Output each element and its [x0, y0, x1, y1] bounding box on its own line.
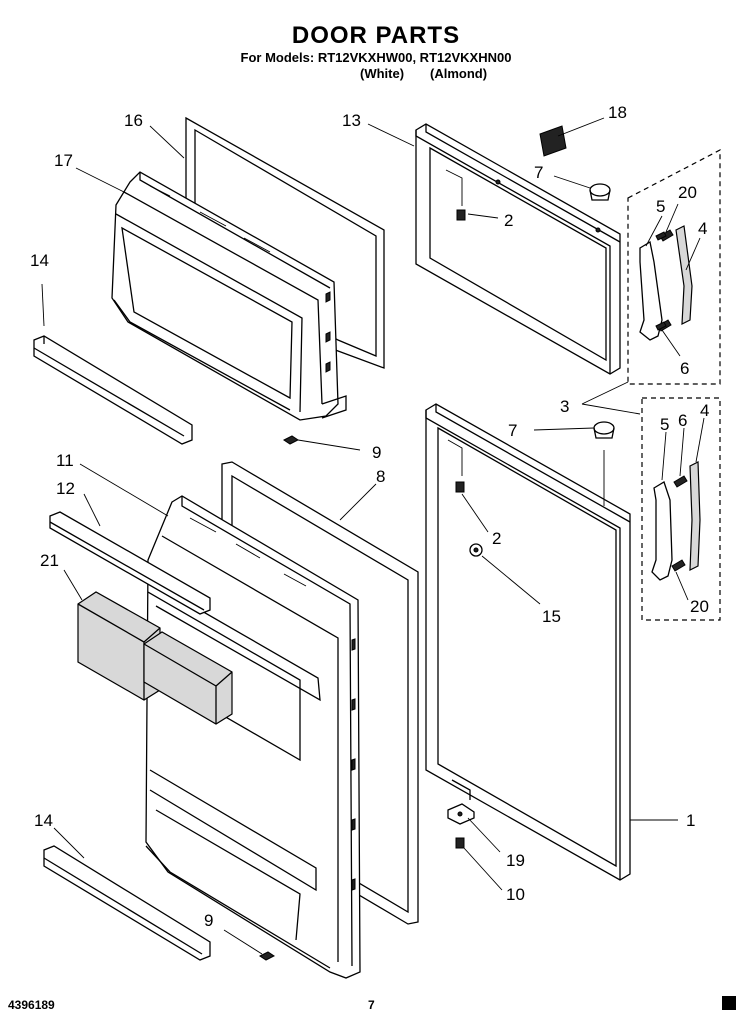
freezer-liner [111, 171, 347, 421]
page-title: DOOR PARTS [291, 22, 461, 49]
screw-9-bottom [259, 951, 275, 961]
callout-20-top: 20 [678, 183, 697, 202]
callout-7-top: 7 [534, 163, 543, 182]
callout-20-bottom: 20 [690, 597, 709, 616]
freezer-outer-door [415, 123, 621, 375]
callout-3: 3 [560, 397, 569, 416]
door-bins [77, 591, 233, 725]
callout-5-top: 5 [656, 197, 665, 216]
freezer-handle-kit [627, 149, 721, 385]
screw-20-top [655, 231, 667, 241]
callout-12: 12 [56, 479, 75, 498]
callout-21: 21 [40, 551, 59, 570]
leader-lines [41, 117, 705, 955]
hinge-plug-top [589, 183, 611, 201]
callout-16: 16 [124, 111, 143, 130]
screw-9-top [283, 435, 299, 445]
callout-9-top: 9 [372, 443, 381, 462]
page-number: 7 [368, 998, 375, 1012]
fresh-food-outer-door [425, 403, 631, 881]
variant-white: (White) [360, 66, 405, 81]
callout-14-top: 14 [30, 251, 49, 270]
models-line: For Models: RT12VKXHW00, RT12VKXHN00 [240, 50, 512, 65]
callout-6-top: 6 [680, 359, 689, 378]
callout-2-bottom: 2 [492, 529, 501, 548]
callout-19: 19 [506, 851, 525, 870]
fresh-food-shelf-rail [49, 511, 211, 615]
callout-4-bottom: 4 [700, 401, 709, 420]
screw-6-top [655, 321, 667, 331]
bottom-hinge [447, 803, 475, 849]
fresh-food-handle-kit [641, 397, 721, 621]
callout-9-bottom: 9 [204, 911, 213, 930]
variant-almond: (Almond) [430, 66, 488, 81]
callout-14-bottom: 14 [34, 811, 53, 830]
callout-18: 18 [608, 103, 627, 122]
callout-6-bottom: 6 [678, 411, 687, 430]
callout-17: 17 [54, 151, 73, 170]
callout-8: 8 [376, 467, 385, 486]
fresh-food-liner [145, 495, 361, 979]
callout-7-bottom: 7 [508, 421, 517, 440]
callout-13: 13 [342, 111, 361, 130]
hinge-plug-bottom [593, 421, 615, 439]
callout-5-bottom: 5 [660, 415, 669, 434]
callout-1: 1 [686, 811, 695, 830]
document-number: 4396189 [8, 998, 55, 1012]
callout-11: 11 [56, 451, 74, 470]
freezer-trim-strip [33, 335, 193, 445]
corner-mark [722, 996, 736, 1010]
callout-numbers: 16 17 14 13 18 7 2 20 5 4 6 3 9 7 11 12 … [30, 103, 709, 930]
callout-2-top: 2 [504, 211, 513, 230]
label-18-part [539, 125, 567, 157]
fresh-food-trim-strip [43, 845, 211, 961]
callout-4-top: 4 [698, 219, 707, 238]
callout-10: 10 [506, 885, 525, 904]
callout-15: 15 [542, 607, 561, 626]
